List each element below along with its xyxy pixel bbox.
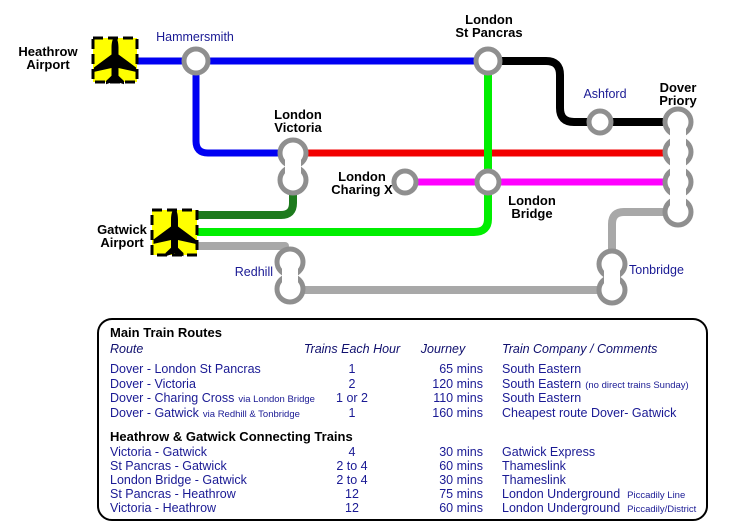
route-via: via Redhill & Tonbridge [202, 409, 300, 420]
journey-cell: 75 mins [439, 487, 483, 501]
section-title-row: Heathrow & Gatwick Connecting Trains [99, 429, 706, 444]
table-header-row: Route Trains Each Hour Journey Train Com… [99, 342, 706, 357]
station-label-redhill: Redhill [234, 265, 273, 279]
company-cell: South Eastern [502, 391, 582, 405]
table-row: St Pancras - Gatwick 2 to 4 60 mins Tham… [99, 459, 706, 474]
blue-line-hammersmith-victoria [192, 61, 293, 157]
gray-line-tonbridge-dover [608, 208, 678, 264]
gatwick-airport-symbol [150, 208, 199, 257]
journey-cell: 60 mins [439, 501, 483, 515]
airplane-icon [153, 209, 196, 257]
route-cell: Dover - London St Pancras [110, 362, 261, 376]
table-row: St Pancras - Heathrow 12 75 mins London … [99, 487, 706, 502]
route-cell: St Pancras - Gatwick [110, 459, 227, 473]
journey-cell: 60 mins [439, 459, 483, 473]
trains-cell: 4 [348, 445, 356, 459]
route-cell: Dover - Gatwick [110, 406, 199, 420]
company-cell: South Eastern [502, 362, 582, 376]
column-header-route: Route [110, 342, 144, 356]
black-line-stpancras-dover [488, 57, 678, 126]
journey-cell: 65 mins [439, 362, 483, 376]
trains-cell: 1 or 2 [336, 391, 368, 405]
heathrow-airport-symbol [91, 36, 139, 85]
journey-cell: 160 mins [432, 406, 483, 420]
route-cell: Dover - Victoria [110, 377, 196, 391]
station-label-ashford: Ashford [583, 87, 627, 101]
section-title: Main Train Routes [110, 325, 222, 340]
journey-cell: 120 mins [432, 377, 483, 391]
redhill-join [282, 262, 298, 289]
table-row: Victoria - Heathrow 12 60 mins London Un… [99, 501, 706, 516]
table-row: Dover - London St Pancras 1 65 mins Sout… [99, 362, 706, 377]
station-node-st-pancras [473, 46, 503, 76]
route-via: via London Bridge [238, 394, 315, 405]
route-map-canvas [91, 36, 694, 306]
station-node-ashford [586, 108, 614, 136]
green-line-stpancras-gatwick [185, 61, 492, 236]
trains-cell: 12 [345, 501, 359, 515]
route-cell: London Bridge - Gatwick [110, 473, 247, 487]
table-row: Victoria - Gatwick 4 30 mins Gatwick Exp… [99, 445, 706, 460]
company-cell: South Eastern [502, 377, 582, 391]
trains-cell: 1 [348, 362, 356, 376]
column-header-trains: Trains Each Hour [303, 342, 401, 356]
trains-cell: 2 to 4 [336, 459, 368, 473]
trains-cell: 2 to 4 [336, 473, 368, 487]
table-row: London Bridge - Gatwick 2 to 4 30 mins T… [99, 473, 706, 488]
dover-join [670, 122, 686, 212]
journey-cell: 30 mins [439, 473, 483, 487]
column-header-journey: Journey [420, 342, 466, 356]
route-cell: Victoria - Gatwick [110, 445, 208, 459]
route-cell: Victoria - Heathrow [110, 501, 217, 515]
journey-cell: 30 mins [439, 445, 483, 459]
trains-cell: 1 [348, 406, 356, 420]
table-row: Dover - Victoria 2 120 mins South Easter… [99, 377, 706, 392]
station-node-hammersmith [181, 46, 211, 76]
victoria-join [285, 153, 301, 180]
station-node-charing-x [391, 168, 419, 196]
company-note: Piccadily/District [627, 504, 697, 515]
company-cell: Thameslink [502, 459, 566, 473]
routes-info-box: Main Train Routes Route Trains Each Hour… [97, 318, 708, 521]
company-cell: Gatwick Express [502, 445, 596, 459]
station-label-hammersmith: Hammersmith [156, 30, 234, 44]
station-label-tonbridge: Tonbridge [629, 263, 684, 277]
section-title: Heathrow & Gatwick Connecting Trains [110, 429, 353, 444]
section-title-row: Main Train Routes [99, 325, 706, 340]
column-header-company: Train Company / Comments [502, 342, 658, 356]
tonbridge-join [604, 264, 620, 290]
company-cell: Cheapest route Dover- Gatwick [502, 406, 677, 420]
company-cell: London Underground [502, 487, 621, 501]
station-node-london-bridge [474, 168, 502, 196]
route-cell: St Pancras - Heathrow [110, 487, 236, 501]
airplane-icon [93, 37, 137, 85]
company-note: Piccadily Line [627, 490, 686, 501]
route-cell: Dover - Charing Cross [110, 391, 235, 405]
trains-cell: 2 [348, 377, 356, 391]
trains-cell: 12 [345, 487, 359, 501]
journey-cell: 110 mins [433, 391, 483, 405]
company-note: (no direct trains Sunday) [585, 380, 689, 391]
darkgreen-line-gatwick-victoria [185, 190, 297, 219]
company-cell: Thameslink [502, 473, 566, 487]
company-cell: London Underground [502, 501, 621, 515]
